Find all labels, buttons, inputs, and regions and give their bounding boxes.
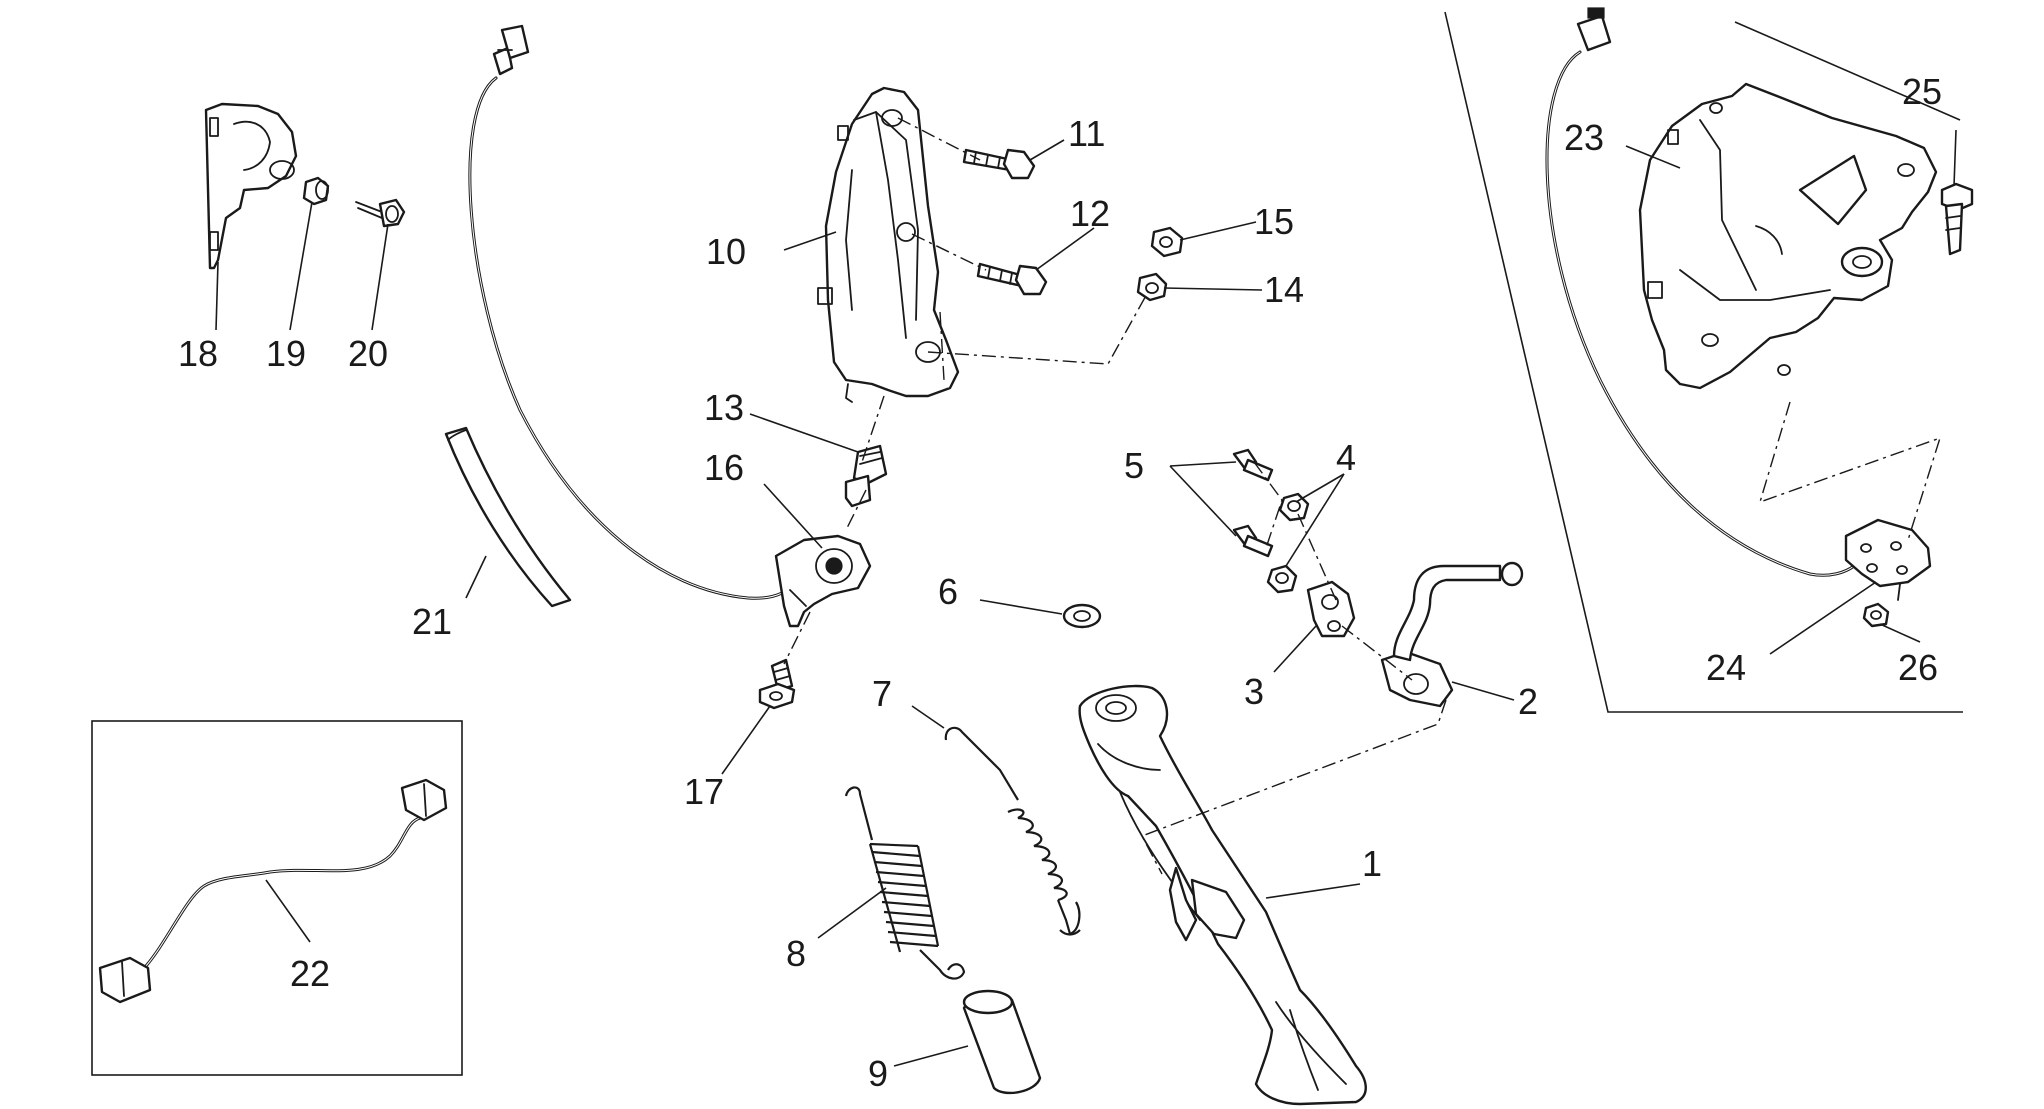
callout-25: 25 <box>1902 71 1942 112</box>
callout-11: 11 <box>1068 113 1105 154</box>
callout-19: 19 <box>266 333 306 374</box>
sensor-wire-left <box>468 24 802 600</box>
callout-17: 17 <box>684 771 724 812</box>
callout-12: 12 <box>1070 193 1110 234</box>
part-15-nut <box>1150 226 1184 258</box>
part-26-nut <box>1862 602 1890 628</box>
callout-6: 6 <box>938 571 958 612</box>
part-20-screw <box>355 198 406 228</box>
part-1-side-stand <box>1078 684 1367 1106</box>
callout-15: 15 <box>1254 201 1294 242</box>
callout-4: 4 <box>1336 437 1356 478</box>
part-5-screw-upper <box>1232 448 1274 482</box>
callout-3: 3 <box>1244 671 1264 712</box>
part-18-bracket <box>204 102 298 270</box>
callout-8: 8 <box>786 933 806 974</box>
part-16-switch <box>774 534 872 628</box>
callout-1: 1 <box>1362 843 1382 884</box>
callout-24: 24 <box>1706 647 1746 688</box>
callout-10: 10 <box>706 231 746 272</box>
callout-13: 13 <box>704 387 744 428</box>
callout-2: 2 <box>1518 681 1538 722</box>
assembly-dash-lines <box>783 117 1942 875</box>
part-22-wiring <box>98 778 448 1004</box>
kit-frame-right <box>1444 11 1963 713</box>
callout-7: 7 <box>872 673 892 714</box>
part-24-switch <box>1844 518 1932 601</box>
part-12-bolt <box>976 262 1048 296</box>
part-14-nut <box>1136 272 1168 302</box>
part-5-screw-lower <box>1232 524 1274 558</box>
callout-18: 18 <box>178 333 218 374</box>
callout-9: 9 <box>868 1053 888 1094</box>
callout-16: 16 <box>704 447 744 488</box>
part-13-pivot-pin <box>844 444 888 508</box>
part-7-spring <box>944 726 1081 936</box>
callout-labels: 1 2 3 4 5 6 7 8 9 10 11 12 13 14 15 16 1… <box>178 71 1942 1094</box>
callout-20: 20 <box>348 333 388 374</box>
part-23-bracket <box>1638 82 1938 390</box>
part-3-plate <box>1306 580 1356 638</box>
part-17-screw <box>758 658 796 710</box>
callout-26: 26 <box>1898 647 1938 688</box>
part-19-spacer <box>302 176 330 206</box>
callout-22: 22 <box>290 953 330 994</box>
part-21-sleeve <box>444 426 572 608</box>
part-4-nut-lower <box>1266 564 1298 594</box>
callout-14: 14 <box>1264 269 1304 310</box>
part-25-bolt <box>1940 182 1974 256</box>
part-4-nut-upper <box>1278 492 1310 522</box>
leader-lines <box>215 129 1957 1067</box>
part-10-main-bracket <box>817 86 960 403</box>
part-6-washer <box>1062 603 1102 629</box>
inset-frame-wiring <box>91 720 463 1076</box>
part-8-spring <box>844 786 966 980</box>
callout-21: 21 <box>412 601 452 642</box>
callout-23: 23 <box>1564 117 1604 158</box>
part-9-bush <box>962 989 1042 1095</box>
sensor-wire-right <box>1545 7 1856 577</box>
callout-5: 5 <box>1124 445 1144 486</box>
part-2-arm <box>1380 561 1524 708</box>
part-11-bolt <box>962 148 1036 180</box>
